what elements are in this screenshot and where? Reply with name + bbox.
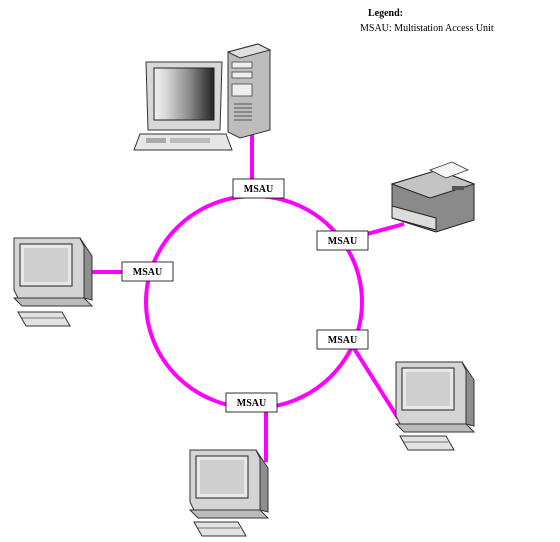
monitor-icon	[188, 449, 270, 519]
legend-title: Legend:	[368, 8, 403, 19]
keyboard-icon	[399, 435, 455, 451]
msau-unit-printer: MSAU	[316, 230, 369, 251]
monitor-icon	[133, 61, 233, 151]
legend: Legend: MSAU: Multistation Access Unit	[360, 8, 494, 34]
msau-label: MSAU	[237, 398, 266, 409]
keyboard-icon	[17, 311, 71, 327]
monitor-icon	[12, 237, 94, 307]
monitor-icon	[394, 361, 476, 433]
legend-entry: MSAU: Multistation Access Unit	[360, 23, 494, 34]
msau-label: MSAU	[328, 335, 357, 346]
msau-unit-bottom: MSAU	[225, 392, 278, 413]
msau-label: MSAU	[328, 236, 357, 247]
bottom-workstation	[188, 449, 270, 537]
msau-label: MSAU	[244, 184, 273, 195]
lower-right-workstation	[394, 361, 476, 451]
link-lower-right-workstation	[348, 340, 400, 420]
token-ring	[144, 194, 364, 410]
msau-unit-lower-right: MSAU	[316, 329, 369, 350]
printer-icon	[390, 161, 476, 233]
msau-unit-left: MSAU	[121, 261, 174, 282]
left-workstation	[12, 237, 94, 327]
msau-label: MSAU	[133, 267, 162, 278]
keyboard-icon	[193, 521, 247, 537]
msau-unit-server: MSAU	[232, 178, 285, 199]
tower-pc-icon	[226, 43, 272, 139]
server-workstation	[133, 43, 272, 151]
